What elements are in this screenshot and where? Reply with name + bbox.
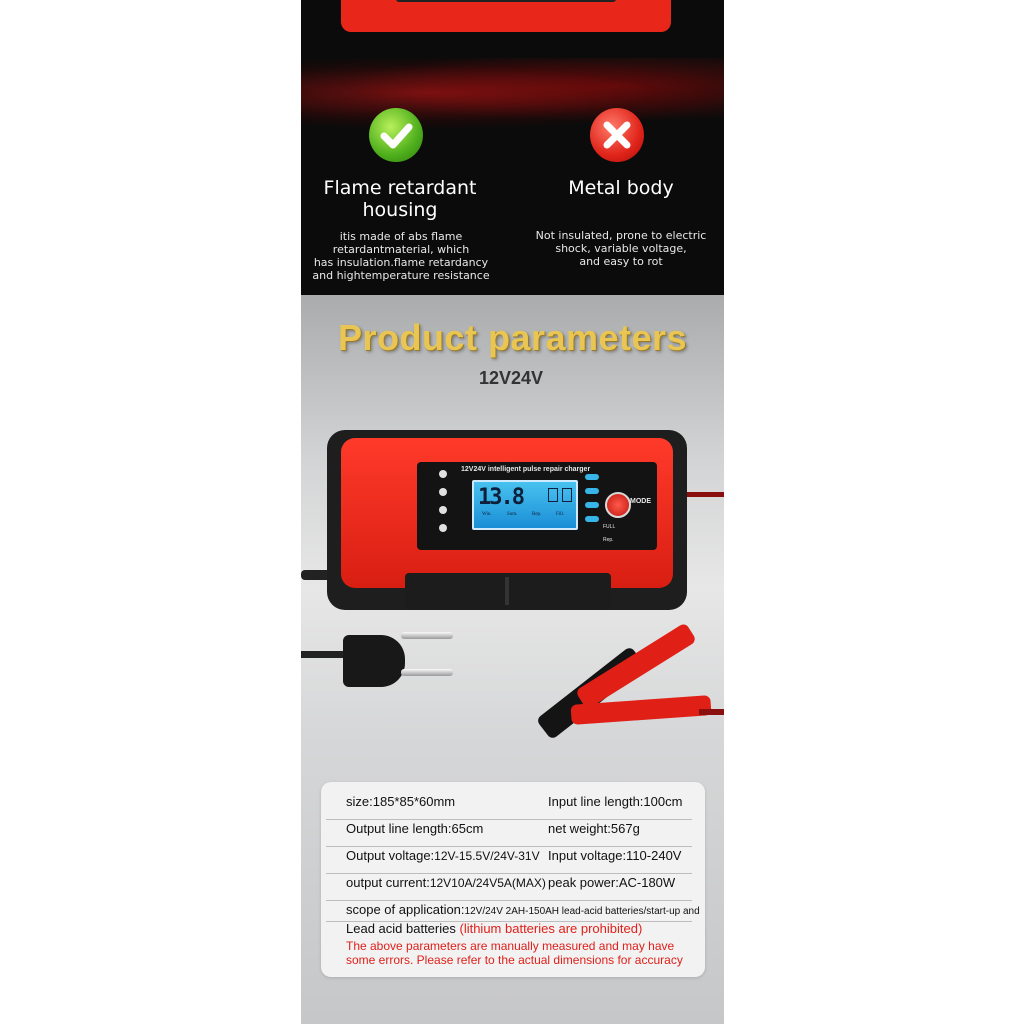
winter-mode-icon — [439, 470, 447, 478]
battery-icon — [548, 488, 558, 502]
spec-input-voltage: Input voltage:110-240V — [548, 848, 682, 863]
lead-acid-text: Lead acid batteries — [346, 921, 456, 936]
product-image-strip: Flame retardant housing itis made of abs… — [301, 0, 724, 1024]
battery-icon — [562, 488, 572, 502]
checkmark-icon — [369, 108, 423, 162]
spec-output-current-label: output current: — [346, 875, 430, 890]
spec-output-current: output current:12V10A/24V5A(MAX) — [346, 875, 546, 890]
lcd-display: 13.8 Win. Sum. Rep. Fill. — [472, 480, 578, 530]
charger-housing-photo — [341, 0, 671, 32]
spec-output-voltage: Output voltage:12V-15.5V/24V-31V — [346, 848, 540, 863]
status-led — [585, 502, 599, 508]
status-label: FULL — [603, 524, 616, 530]
spec-row: output current:12V10A/24V5A(MAX) peak po… — [326, 875, 692, 901]
disclaimer: The above parameters are manually measur… — [346, 939, 683, 967]
plug-cord — [301, 651, 345, 658]
clamp-cable — [699, 709, 724, 715]
protection-icon — [439, 506, 447, 514]
good-feature-title: Flame retardant housing — [323, 177, 477, 221]
bad-feature-title: Metal body — [568, 177, 674, 199]
spec-scope-label: scope of application: — [346, 902, 465, 917]
cross-icon — [590, 108, 644, 162]
status-led — [585, 474, 599, 480]
control-panel: 12V24V intelligent pulse repair charger … — [417, 462, 657, 550]
status-led — [585, 516, 599, 522]
spec-row: Output line length:65cm net weight:567g — [326, 821, 692, 847]
lcd-label: Sum. — [507, 512, 518, 517]
good-feature-description: itis made of abs flame retardantmaterial… — [312, 230, 490, 282]
lcd-label: Win. — [482, 512, 492, 517]
spec-size: size:185*85*60mm — [346, 794, 456, 809]
spec-net-weight: net weight:567g — [548, 821, 640, 836]
spec-scope-value: 12V/24V 2AH-150AH lead-acid batteries/st… — [464, 906, 700, 917]
status-led — [585, 488, 599, 494]
power-cable — [301, 570, 341, 580]
parameters-heading: Product parameters — [337, 317, 688, 358]
plug-pin — [401, 632, 453, 639]
spec-row: scope of application:12V/24V 2AH-150AH l… — [326, 902, 700, 922]
lithium-warning: (lithium batteries are prohibited) — [459, 921, 643, 936]
lcd-label: Fill. — [556, 512, 565, 517]
comparison-section: Flame retardant housing itis made of abs… — [301, 0, 724, 295]
detection-icon — [439, 524, 447, 532]
mode-label: MODE — [630, 498, 651, 505]
output-cable — [681, 492, 724, 497]
lead-acid-note: Lead acid batteries (lithium batteries a… — [346, 921, 642, 936]
spec-peak-power: peak power:AC-180W — [548, 875, 676, 890]
spec-output-voltage-label: Output voltage: — [346, 848, 435, 863]
plug-pin — [401, 669, 453, 676]
charger-photo: 12V24V intelligent pulse repair charger … — [327, 430, 687, 610]
spec-output-voltage-value: 12V-15.5V/24V-31V — [434, 849, 540, 863]
spec-row: Output voltage:12V-15.5V/24V-31V Input v… — [326, 848, 692, 874]
parameters-subtitle: 12V24V — [478, 368, 544, 388]
spec-row: size:185*85*60mm Input line length:100cm — [326, 794, 692, 820]
panel-title: 12V24V intelligent pulse repair charger — [461, 466, 591, 473]
parameters-section: Product parameters 12V24V 12V24V intelli… — [301, 295, 724, 1024]
bad-feature-description: Not insulated, prone to electric shock, … — [535, 229, 707, 268]
spec-output-line-length: Output line length:65cm — [346, 821, 484, 836]
power-plug — [343, 635, 405, 687]
mode-button-graphic — [605, 492, 631, 518]
spec-card: size:185*85*60mm Input line length:100cm… — [321, 782, 705, 977]
status-label: Rep. — [603, 537, 614, 543]
pulse-repair-icon — [439, 488, 447, 496]
spec-output-current-value: 12V10A/24V5A(MAX) — [429, 876, 546, 890]
display-value: 13.8 — [478, 485, 525, 510]
red-light-glow — [301, 58, 724, 128]
spec-scope: scope of application:12V/24V 2AH-150AH l… — [346, 902, 700, 917]
lcd-label: Rep. — [532, 512, 542, 517]
spec-input-line-length: Input line length:100cm — [548, 794, 683, 809]
